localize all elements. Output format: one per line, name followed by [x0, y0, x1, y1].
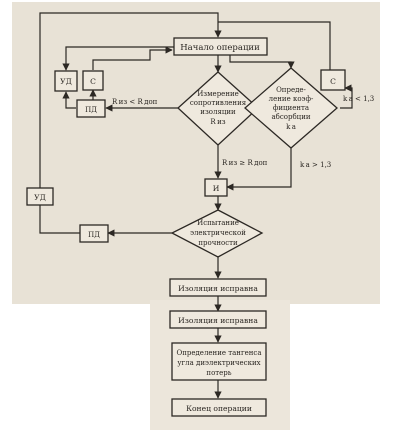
line-absorb-to-c — [340, 84, 353, 109]
test-line-3: прочности — [198, 239, 238, 247]
absorb-diamond: Опреде- ление коэф- фициента абсорбции k… — [244, 67, 338, 149]
line-pd-to-ud — [62, 91, 76, 109]
insulation-ok-label-2: Изоляция исправна — [178, 316, 258, 325]
cond-k-high-label: k а > 1,3 — [300, 161, 331, 169]
ud-top-label: УД — [60, 77, 72, 86]
tan-line-2: угла диэлектрических — [177, 359, 260, 367]
insulation-ok-node-2: Изоляция исправна — [169, 310, 267, 329]
absorb-line-1: Опреде- — [276, 86, 306, 94]
cond-r-high-label: R из ≥ R доп — [222, 159, 268, 167]
test-diamond: Испытание электрической прочности — [170, 209, 264, 258]
end-node: Конец операции — [171, 398, 267, 417]
pd-bottom-label: ПД — [88, 231, 100, 239]
test-line-1: Испытание — [197, 219, 239, 227]
absorb-line-5: k а — [286, 123, 296, 131]
c-right-label: С — [330, 77, 336, 86]
and-gate-node: И — [204, 178, 228, 197]
tan-line-3: потерь — [206, 369, 231, 377]
measure-line-1: Измерение — [197, 90, 239, 98]
end-label: Конец операции — [186, 404, 252, 413]
cond-r-low-label: R из < R доп — [112, 98, 158, 106]
ud-top-node: УД — [54, 70, 78, 92]
line-top-left-loop — [39, 12, 222, 188]
measure-line-2: сопротивления — [190, 99, 247, 107]
pd-top-node: ПД — [76, 99, 106, 118]
measure-diamond: Измерение сопротивления изоляции R из — [177, 71, 259, 146]
test-line-2: электрической — [190, 229, 246, 237]
c-right-node: С — [320, 69, 346, 91]
c-left-label: С — [90, 77, 96, 86]
ud-bottom-label: УД — [34, 193, 46, 202]
line-pd-to-ud-bottom — [39, 205, 80, 234]
absorb-line-2: ление коэф- — [269, 95, 314, 103]
c-left-node: С — [82, 70, 104, 91]
ud-bottom-node: УД — [26, 187, 54, 206]
line-c-left-to-start — [92, 46, 173, 70]
pd-bottom-node: ПД — [79, 224, 109, 243]
start-label: Начало операции — [180, 43, 260, 53]
absorb-line-3: фициента — [273, 104, 309, 112]
absorb-line-4: абсорбции — [271, 113, 310, 121]
start-node: Начало операции — [173, 37, 268, 56]
line-start-to-absorb — [229, 55, 295, 69]
insulation-ok-label-1: Изоляция исправна — [178, 284, 258, 293]
line-start-left-loop — [62, 46, 174, 71]
and-gate-label: И — [213, 184, 220, 193]
measure-line-3: изоляции — [200, 108, 236, 116]
pd-top-label: ПД — [85, 106, 97, 114]
measure-line-4: R из — [210, 118, 225, 126]
line-top-right-loop — [218, 21, 331, 70]
tan-delta-node: Определение тангенса угла диэлектрически… — [171, 342, 267, 381]
insulation-ok-node-1: Изоляция исправна — [169, 278, 267, 297]
cond-k-low-label: k а < 1,3 — [343, 95, 374, 103]
line-absorb-to-and — [226, 145, 292, 191]
tan-line-1: Определение тангенса — [176, 349, 261, 357]
